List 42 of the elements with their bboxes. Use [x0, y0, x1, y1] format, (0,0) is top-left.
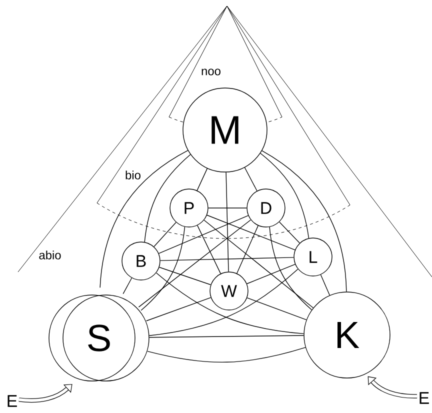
connecting-line	[138, 220, 252, 308]
connecting-line	[226, 172, 229, 272]
connecting-line	[149, 335, 304, 338]
connecting-line	[279, 222, 300, 244]
letter-label: E	[420, 392, 429, 404]
connecting-line	[154, 222, 176, 248]
circle-node: D	[246, 188, 286, 228]
connecting-line	[158, 266, 212, 286]
circle-node: P	[170, 188, 208, 228]
connecting-line	[156, 272, 304, 334]
connecting-line	[160, 257, 294, 261]
connecting-line	[320, 274, 330, 296]
hollow-arrow	[368, 376, 417, 398]
sphere-label: abio	[38, 250, 62, 260]
letter-label: E	[8, 395, 17, 407]
circle-node: M	[182, 88, 268, 172]
connecting-line	[100, 150, 188, 288]
connecting-line	[158, 215, 249, 254]
circle-node: K	[304, 292, 390, 378]
connecting-line	[140, 226, 186, 311]
connecting-line	[246, 297, 307, 320]
connecting-line	[206, 214, 296, 250]
connecting-line	[122, 278, 132, 294]
connecting-line	[147, 347, 306, 362]
connecting-line	[146, 297, 212, 322]
connecting-line	[197, 225, 221, 274]
connecting-line	[148, 268, 298, 336]
connecting-line	[262, 150, 347, 292]
connecting-line	[260, 152, 310, 238]
connecting-line	[269, 226, 312, 310]
connecting-line	[196, 168, 208, 191]
circle-node: L	[294, 238, 332, 276]
hollow-arrow	[18, 384, 72, 403]
connecting-line	[144, 154, 191, 242]
sphere-label: bio	[124, 170, 142, 180]
connecting-line	[204, 220, 314, 308]
connecting-line	[244, 167, 258, 192]
circle-node: W	[210, 272, 248, 310]
connecting-line	[246, 264, 296, 284]
circle-node: B	[122, 242, 160, 280]
connecting-line	[236, 225, 258, 274]
sphere-label: noo	[200, 68, 222, 76]
